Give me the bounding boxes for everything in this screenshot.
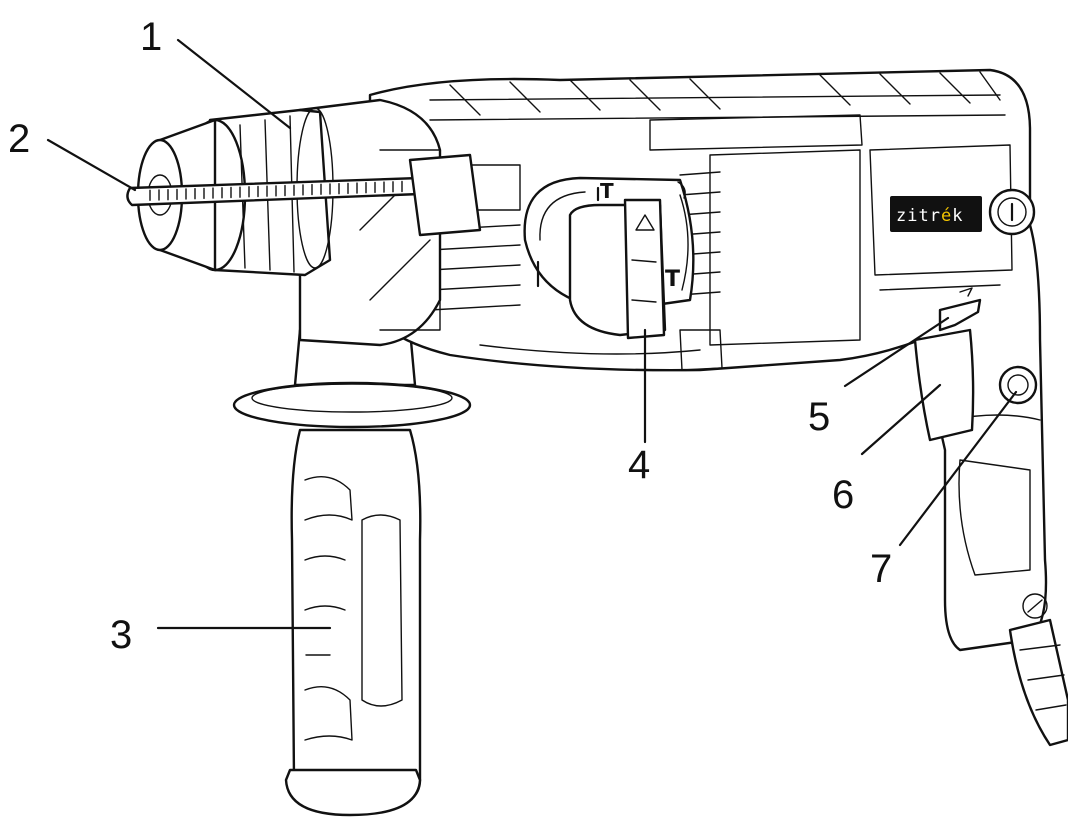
callout-7: 7 bbox=[870, 547, 892, 591]
callout-2: 2 bbox=[8, 117, 30, 161]
side-handle bbox=[232, 328, 472, 817]
leader-6 bbox=[860, 383, 942, 456]
callout-1: 1 bbox=[140, 15, 162, 59]
depth-stop-rod bbox=[126, 153, 482, 237]
leader-lines bbox=[46, 38, 1018, 630]
callout-3: 3 bbox=[110, 613, 132, 657]
brand-plate: zitrék bbox=[890, 188, 1036, 236]
callout-4: 4 bbox=[628, 443, 650, 487]
dial-symbol-top: T bbox=[600, 179, 614, 203]
gearbox-nose bbox=[298, 98, 521, 347]
leader-7 bbox=[898, 390, 1018, 547]
callout-5: 5 bbox=[808, 395, 830, 439]
rotation-lever bbox=[938, 298, 982, 332]
callout-numbers: 1 2 3 4 5 6 7 bbox=[8, 15, 892, 657]
mode-selector-dial: T T bbox=[523, 176, 695, 340]
lock-button bbox=[998, 365, 1038, 405]
leader-2 bbox=[46, 138, 137, 192]
rear-handle bbox=[913, 287, 1068, 747]
leader-1 bbox=[176, 38, 292, 130]
brand-logo: zitrék bbox=[896, 206, 963, 226]
callout-6: 6 bbox=[832, 473, 854, 517]
dial-symbol-right: T bbox=[665, 267, 680, 292]
trigger-switch bbox=[913, 328, 975, 442]
leader-5 bbox=[843, 316, 950, 388]
